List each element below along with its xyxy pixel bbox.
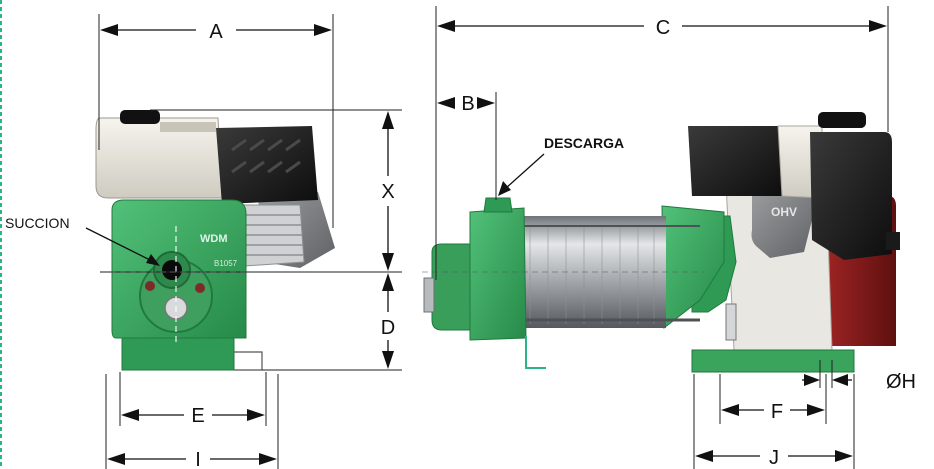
dimension-x: X — [100, 109, 402, 273]
model-mark: B1057 — [214, 259, 238, 268]
label-b: B — [461, 93, 474, 115]
suction-nose — [431, 243, 471, 331]
label-i: I — [195, 449, 201, 469]
air-filter — [216, 126, 318, 204]
suction-callout: SUCCION — [5, 215, 160, 266]
bracket-bolt — [725, 303, 737, 341]
discharge-head — [469, 207, 527, 341]
brand-mark: WDM — [200, 233, 228, 245]
drain-line — [525, 336, 546, 369]
label-h: ØH — [886, 371, 916, 393]
bolt — [145, 281, 155, 291]
dimension-a: A — [98, 14, 334, 228]
fuel-cap-side — [818, 112, 866, 128]
label-c: C — [656, 17, 670, 39]
dimension-i: I — [105, 374, 279, 469]
dimension-j: J — [693, 374, 855, 469]
front-view: WDM B1057 — [95, 110, 335, 371]
dimension-d: D — [262, 273, 402, 371]
tank-label-strip — [160, 122, 216, 132]
base-plate-front — [121, 337, 235, 371]
recoil-cover — [810, 132, 892, 260]
dimension-h: ØH — [802, 360, 916, 393]
label-x: X — [381, 181, 394, 203]
engine-badge: OHV — [771, 205, 797, 219]
discharge-callout: DESCARGA — [498, 135, 624, 196]
discharge-port — [483, 197, 513, 213]
air-filter-vents — [231, 138, 301, 174]
label-e: E — [191, 405, 204, 427]
dimension-b: B — [437, 92, 497, 200]
fuel-tank — [95, 117, 223, 199]
start-handle — [886, 232, 900, 250]
dimension-c: C — [435, 6, 889, 280]
suction-port — [162, 260, 182, 280]
air-filter-box — [688, 126, 784, 196]
label-discharge: DESCARGA — [544, 135, 624, 151]
label-d: D — [381, 317, 395, 339]
label-f: F — [771, 401, 783, 423]
engine-base-plate — [691, 349, 855, 373]
valve-cover — [751, 192, 817, 258]
dimension-e: E — [119, 372, 267, 427]
base-foot — [234, 351, 263, 371]
suction-fitting — [423, 277, 435, 313]
side-view: OHV — [422, 112, 900, 373]
label-a: A — [209, 21, 223, 43]
label-j: J — [769, 447, 779, 469]
dimension-f: F — [719, 374, 827, 424]
fin-lines — [246, 214, 303, 256]
bolt — [195, 283, 205, 293]
fuel-cap — [120, 110, 160, 124]
label-suction: SUCCION — [5, 215, 70, 231]
